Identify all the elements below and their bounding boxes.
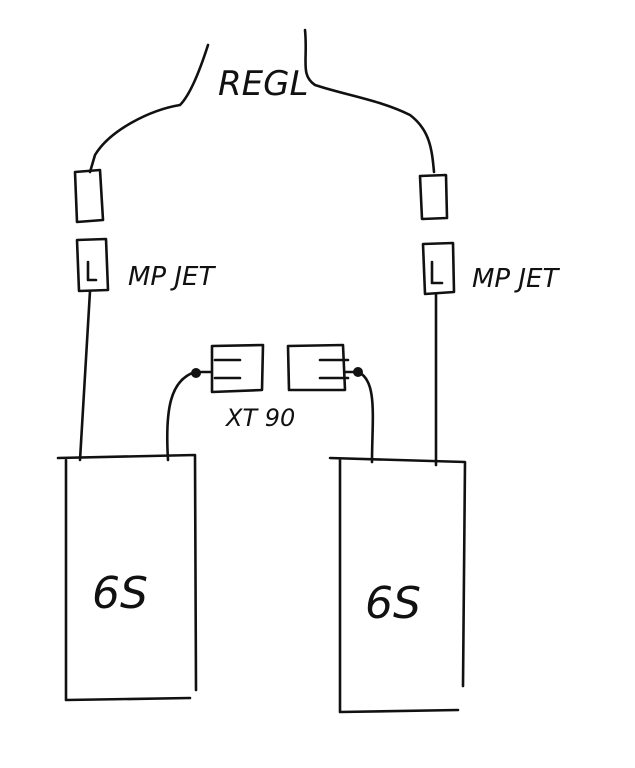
- regulator-label: REGL: [218, 64, 309, 104]
- battery-lead-right-xt: [356, 370, 375, 464]
- plug-top-left: [73, 168, 105, 224]
- mpjet-socket-right: [421, 241, 456, 296]
- battery-lead-left-xt: [165, 370, 197, 462]
- mpjet-right-label: MP JET: [472, 264, 559, 294]
- mpjet-left-label: MP JET: [128, 262, 215, 292]
- regulator-lead-right: [303, 28, 436, 174]
- xt90-label: XT 90: [226, 404, 296, 432]
- xt90-left: [193, 343, 265, 394]
- xt90-right: [286, 343, 360, 392]
- xt90-left-solder: [191, 368, 201, 378]
- regulator-lead-left: [88, 43, 210, 174]
- mpjet-socket-left: [75, 237, 110, 293]
- battery-left-label: 6S: [92, 568, 148, 619]
- battery-lead-left-main: [78, 289, 92, 462]
- battery-right: [328, 456, 467, 714]
- xt90-right-solder: [353, 367, 363, 377]
- battery-right-label: 6S: [365, 578, 421, 629]
- plug-top-right: [418, 173, 449, 221]
- battery-left: [56, 453, 198, 702]
